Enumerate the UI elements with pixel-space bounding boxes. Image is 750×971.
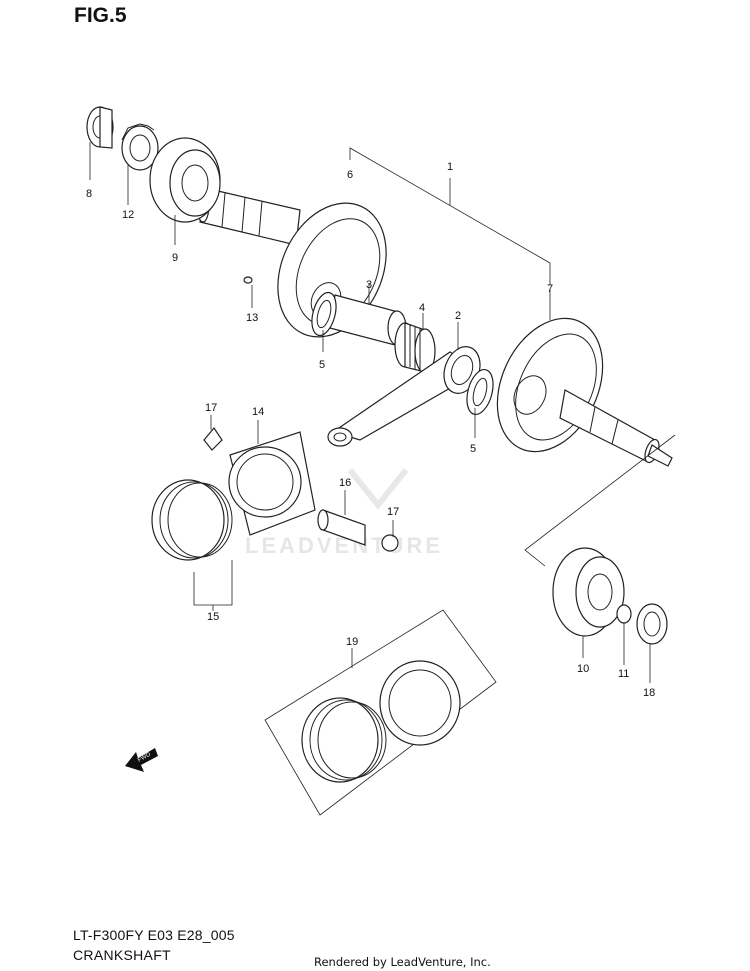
diagram-subtitle: CRANKSHAFT: [73, 947, 171, 963]
callout-4: 4: [419, 302, 425, 314]
circlip-11: [616, 604, 632, 624]
callout-10: 10: [577, 663, 589, 675]
fwd-arrow-icon: FWD: [125, 748, 158, 772]
callout-13: 13: [246, 312, 258, 324]
callout-18: 18: [643, 687, 655, 699]
crankshaft-assembly: [196, 187, 673, 467]
callout-12: 12: [122, 209, 134, 221]
callout-2: 2: [455, 310, 461, 322]
callout-6: 6: [347, 169, 353, 181]
callout-3: 3: [366, 279, 372, 291]
circlip-17-left: [203, 426, 223, 451]
callout-leaders: [89, 142, 651, 683]
left-end-parts: [86, 106, 253, 284]
callout-5-right: 5: [470, 443, 476, 455]
rendered-by-credit: Rendered by LeadVenture, Inc.: [314, 955, 491, 969]
callout-7: 7: [547, 283, 553, 295]
right-end-parts: [524, 434, 676, 645]
callout-8: 8: [86, 188, 92, 200]
callout-labels: 1 2 3 4 5 5 6 7 8 9 10 11 12 13 14 15 16…: [86, 161, 655, 699]
piston-rings-15: [151, 479, 225, 561]
callout-17-left: 17: [205, 402, 217, 414]
callout-15: 15: [207, 611, 219, 623]
callout-11: 11: [618, 668, 629, 680]
figure-title: FIG.5: [74, 4, 127, 27]
callout-14: 14: [252, 406, 264, 418]
circlip-17-right: [381, 534, 399, 552]
callout-9: 9: [172, 252, 178, 264]
piston-set-19: [264, 609, 497, 816]
piston-group: [151, 426, 399, 611]
model-code: LT-F300FY E03 E28_005: [73, 927, 235, 943]
callout-17-right: 17: [387, 506, 399, 518]
part-1-bracket: [349, 147, 551, 285]
gear-12: [121, 125, 159, 171]
callout-5-left: 5: [319, 359, 325, 371]
oil-seal-18: [636, 603, 668, 645]
callout-1: 1: [447, 161, 453, 173]
callout-19: 19: [346, 636, 358, 648]
callout-16: 16: [339, 477, 351, 489]
key-13: [243, 276, 253, 284]
